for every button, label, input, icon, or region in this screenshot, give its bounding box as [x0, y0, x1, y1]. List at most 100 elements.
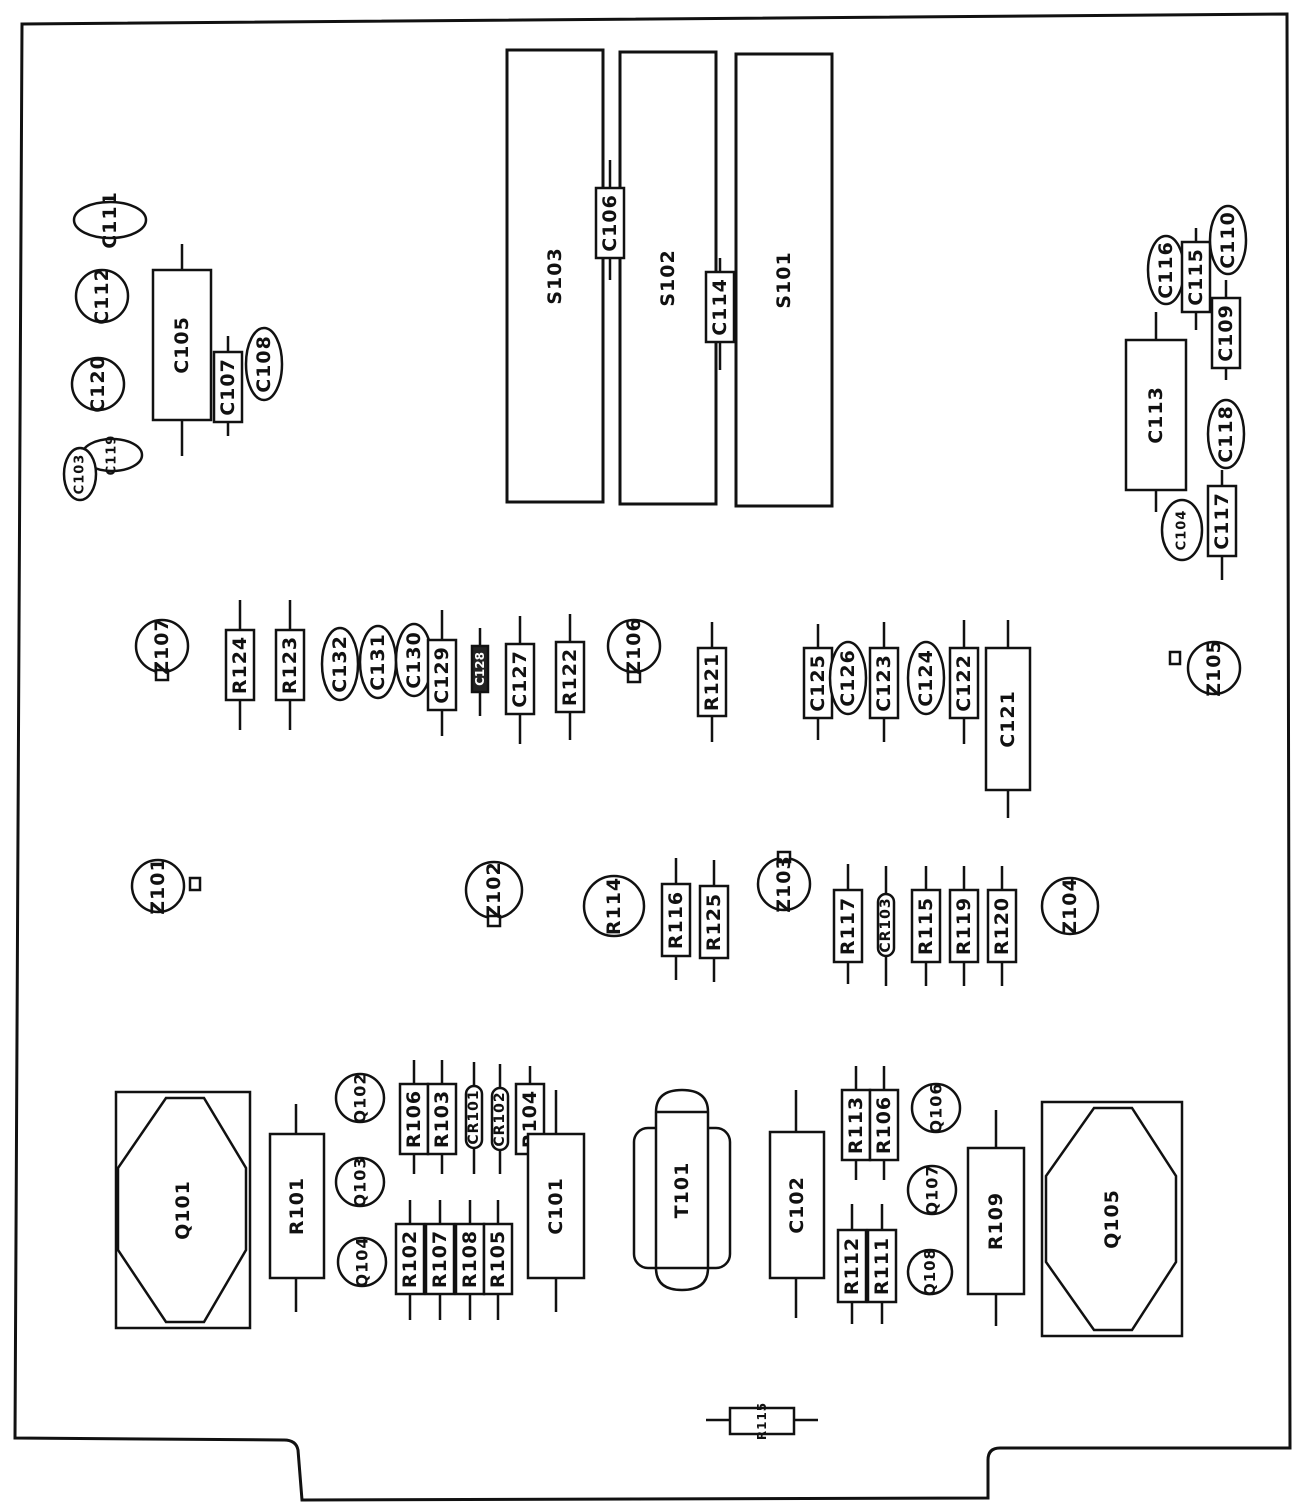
svg-text:C107: C107	[217, 358, 239, 416]
zener-z104: Z104	[1040, 876, 1100, 936]
capacitor-c110: C110	[1208, 204, 1248, 276]
svg-text:CR101: CR101	[466, 1089, 482, 1144]
resistor-r114: R114	[582, 874, 646, 938]
svg-text:R111: R111	[871, 1237, 893, 1295]
svg-text:C121: C121	[997, 690, 1019, 748]
capacitor-c103: C103	[62, 446, 98, 502]
svg-text:R119: R119	[953, 897, 975, 955]
svg-text:C125: C125	[807, 654, 829, 712]
capacitor-c132: C132	[320, 626, 360, 702]
diode-cr103: CR103	[876, 866, 896, 986]
capacitor-c111: C111	[72, 191, 148, 249]
svg-text:R102: R102	[399, 1230, 421, 1288]
capacitor-c120: C120	[70, 355, 126, 413]
resistor-r102: R102	[394, 1200, 426, 1320]
resistor-r119: R119	[948, 866, 980, 986]
svg-text:S102: S102	[657, 249, 679, 306]
svg-text:C113: C113	[1145, 386, 1167, 444]
resistor-r121: R121	[696, 622, 728, 742]
capacitor-c114: C114	[704, 258, 736, 370]
svg-text:R107: R107	[429, 1230, 451, 1288]
svg-text:R116: R116	[665, 891, 687, 949]
capacitor-c126: C126	[828, 640, 868, 716]
transistor-q104: Q104	[336, 1237, 388, 1288]
svg-text:S101: S101	[773, 251, 795, 308]
capacitor-c101: C101	[526, 1090, 586, 1312]
capacitor-c105: C105	[151, 244, 213, 456]
svg-text:C127: C127	[509, 650, 531, 708]
svg-text:C129: C129	[431, 646, 453, 704]
capacitor-c121: C121	[984, 620, 1032, 818]
svg-text:C110: C110	[1217, 211, 1239, 269]
svg-text:C130: C130	[403, 631, 425, 689]
capacitor-c131: C131	[358, 624, 398, 700]
svg-text:R112: R112	[841, 1237, 863, 1295]
transistor-q107: Q107	[906, 1165, 958, 1216]
resistor-r109: R109	[966, 1110, 1026, 1326]
svg-text:T101: T101	[671, 1162, 693, 1219]
svg-text:C132: C132	[329, 635, 351, 693]
svg-text:S103: S103	[544, 247, 566, 304]
capacitor-c122: C122	[948, 620, 980, 744]
svg-text:C111: C111	[99, 191, 121, 249]
svg-text:C117: C117	[1211, 492, 1233, 550]
capacitor-c118: C118	[1206, 398, 1246, 470]
svg-text:C116: C116	[1155, 241, 1177, 299]
svg-text:R101: R101	[286, 1177, 308, 1235]
resistor-r106: R106	[398, 1060, 430, 1174]
capacitor-c108: C108	[244, 326, 284, 402]
capacitor-c128: C128	[470, 628, 490, 716]
svg-text:R108: R108	[459, 1230, 481, 1288]
capacitor-c115: C115	[1180, 228, 1212, 330]
svg-text:C101: C101	[545, 1177, 567, 1235]
capacitor-c106: C106	[594, 160, 626, 280]
resistor-r125: R125	[698, 860, 730, 982]
resistor-r101: R101	[268, 1104, 326, 1312]
capacitor-c125: C125	[802, 624, 834, 740]
svg-text:R122: R122	[559, 648, 581, 706]
zener-z103: Z103	[756, 850, 812, 913]
resistor-r122: R122	[554, 614, 586, 740]
svg-text:Z102: Z102	[483, 861, 505, 918]
svg-text:Z101: Z101	[147, 857, 169, 914]
transistor-q106: Q106	[910, 1083, 962, 1134]
svg-text:C103: C103	[73, 454, 88, 495]
svg-text:C119: C119	[105, 435, 120, 476]
svg-text:R117: R117	[837, 897, 859, 955]
svg-text:R123: R123	[279, 636, 301, 694]
resistor-r107: R107	[424, 1200, 456, 1320]
resistor-r117: R117	[832, 864, 864, 984]
svg-text:C102: C102	[786, 1176, 808, 1234]
svg-text:C128: C128	[473, 652, 487, 686]
svg-text:R124: R124	[229, 636, 251, 694]
svg-text:R125: R125	[703, 893, 725, 951]
svg-text:R115: R115	[755, 1402, 769, 1440]
svg-text:Q106: Q106	[927, 1083, 946, 1134]
capacitor-c112: C112	[74, 267, 130, 325]
resistor-r108: R108	[454, 1200, 486, 1320]
svg-text:R103: R103	[431, 1090, 453, 1148]
svg-text:Z105: Z105	[1203, 639, 1225, 696]
svg-text:C108: C108	[253, 335, 275, 393]
switch-s101: S101	[734, 52, 834, 508]
svg-text:Q102: Q102	[351, 1073, 370, 1124]
diode-cr102: CR102	[490, 1064, 510, 1174]
svg-text:Z106: Z106	[623, 617, 645, 674]
svg-text:R115: R115	[915, 897, 937, 955]
svg-text:R105: R105	[487, 1230, 509, 1288]
svg-text:C104: C104	[1175, 510, 1190, 551]
svg-text:C124: C124	[915, 649, 937, 707]
svg-text:C114: C114	[709, 278, 731, 336]
switch-s102: S102	[618, 50, 718, 506]
svg-text:C120: C120	[87, 355, 109, 413]
svg-text:C109: C109	[1215, 304, 1237, 362]
svg-text:R113: R113	[845, 1096, 867, 1154]
resistor-r106-right: R106	[868, 1066, 900, 1180]
zener-z101: Z101	[130, 857, 202, 915]
svg-text:Z103: Z103	[773, 855, 795, 912]
resistor-r124: R124	[224, 600, 256, 730]
svg-text:C118: C118	[1215, 405, 1237, 463]
resistor-r116: R116	[660, 858, 692, 980]
svg-text:Z107: Z107	[151, 617, 173, 674]
